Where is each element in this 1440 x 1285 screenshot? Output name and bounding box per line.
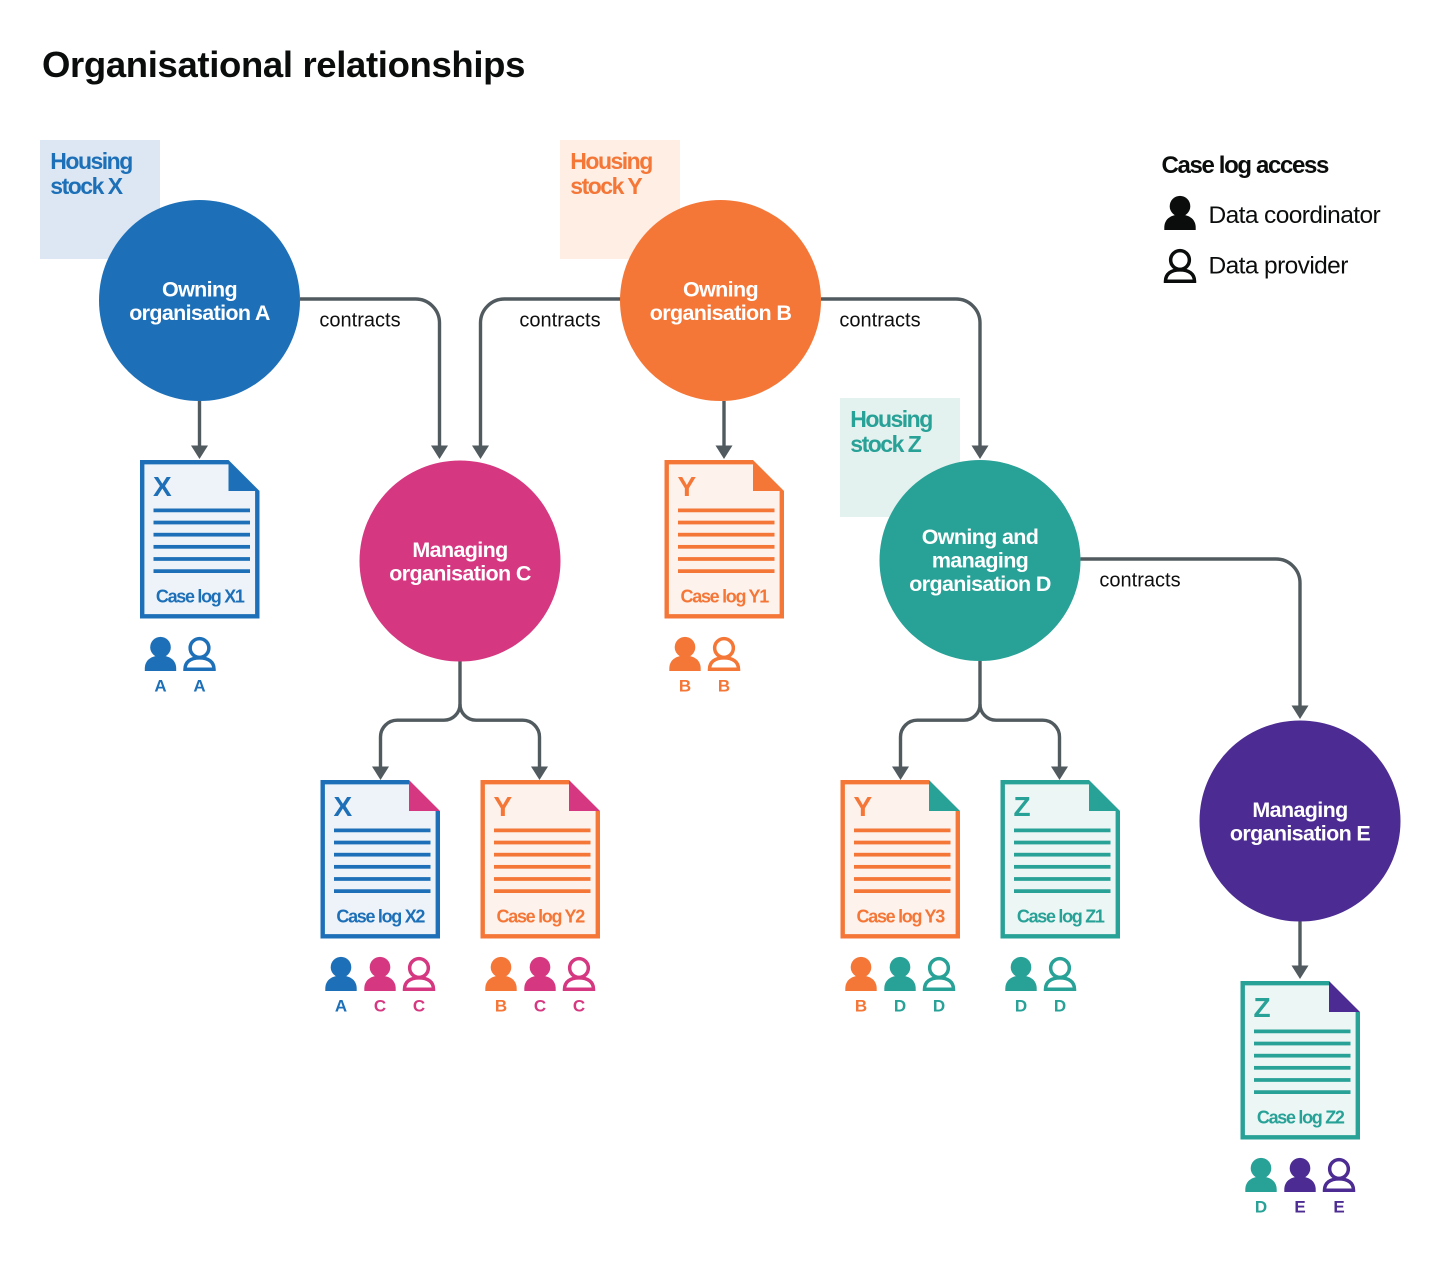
svg-text:Housing: Housing — [50, 148, 132, 174]
svg-text:A: A — [154, 677, 166, 696]
svg-text:contracts: contracts — [519, 309, 600, 331]
svg-text:Y: Y — [678, 471, 697, 502]
svg-text:Case log X1: Case log X1 — [156, 586, 245, 606]
svg-text:Y: Y — [854, 791, 873, 822]
svg-text:Housing: Housing — [570, 148, 652, 174]
svg-text:C: C — [413, 997, 425, 1016]
svg-text:Case log access: Case log access — [1162, 152, 1330, 179]
svg-text:Case log X2: Case log X2 — [336, 906, 425, 926]
svg-text:managing: managing — [932, 549, 1028, 573]
svg-text:Case log Z2: Case log Z2 — [1257, 1107, 1345, 1127]
svg-text:Case log Y3: Case log Y3 — [857, 906, 946, 926]
svg-text:A: A — [335, 997, 347, 1016]
svg-text:organisation C: organisation C — [389, 561, 531, 585]
svg-text:organisation A: organisation A — [129, 301, 270, 325]
svg-text:stock X: stock X — [50, 173, 123, 199]
svg-text:C: C — [374, 997, 386, 1016]
svg-text:E: E — [1333, 1198, 1344, 1217]
svg-text:stock Z: stock Z — [850, 431, 921, 457]
svg-text:Housing: Housing — [850, 406, 932, 432]
svg-text:Organisational relationships: Organisational relationships — [42, 44, 525, 85]
svg-text:Owning: Owning — [683, 278, 758, 302]
svg-text:contracts: contracts — [319, 309, 400, 331]
svg-text:D: D — [894, 997, 906, 1016]
svg-text:stock Y: stock Y — [570, 173, 642, 199]
svg-text:organisation D: organisation D — [909, 572, 1051, 596]
svg-text:D: D — [1255, 1198, 1267, 1217]
svg-text:Case log Y2: Case log Y2 — [497, 906, 586, 926]
svg-text:X: X — [334, 791, 353, 822]
svg-text:Z: Z — [1254, 992, 1271, 1023]
svg-text:Case log Y1: Case log Y1 — [681, 586, 770, 606]
svg-text:B: B — [679, 677, 691, 696]
svg-text:C: C — [534, 997, 546, 1016]
svg-text:A: A — [193, 677, 205, 696]
svg-text:Data provider: Data provider — [1209, 253, 1349, 280]
svg-text:contracts: contracts — [1099, 569, 1180, 591]
svg-text:Case log Z1: Case log Z1 — [1017, 906, 1105, 926]
svg-text:organisation B: organisation B — [650, 301, 792, 325]
svg-text:B: B — [718, 677, 730, 696]
svg-text:Managing: Managing — [1252, 798, 1347, 822]
svg-text:E: E — [1294, 1198, 1305, 1217]
svg-text:D: D — [1015, 997, 1027, 1016]
svg-text:B: B — [855, 997, 867, 1016]
svg-text:contracts: contracts — [839, 309, 920, 331]
svg-text:Owning: Owning — [162, 278, 237, 302]
svg-text:Z: Z — [1014, 791, 1031, 822]
svg-text:D: D — [933, 997, 945, 1016]
svg-text:organisation E: organisation E — [1230, 821, 1371, 845]
svg-text:Data coordinator: Data coordinator — [1209, 202, 1381, 229]
svg-text:C: C — [573, 997, 585, 1016]
svg-text:Y: Y — [494, 791, 513, 822]
svg-text:D: D — [1054, 997, 1066, 1016]
svg-text:B: B — [495, 997, 507, 1016]
svg-text:Managing: Managing — [412, 538, 507, 562]
svg-text:X: X — [153, 471, 172, 502]
svg-text:Owning and: Owning and — [922, 525, 1039, 549]
